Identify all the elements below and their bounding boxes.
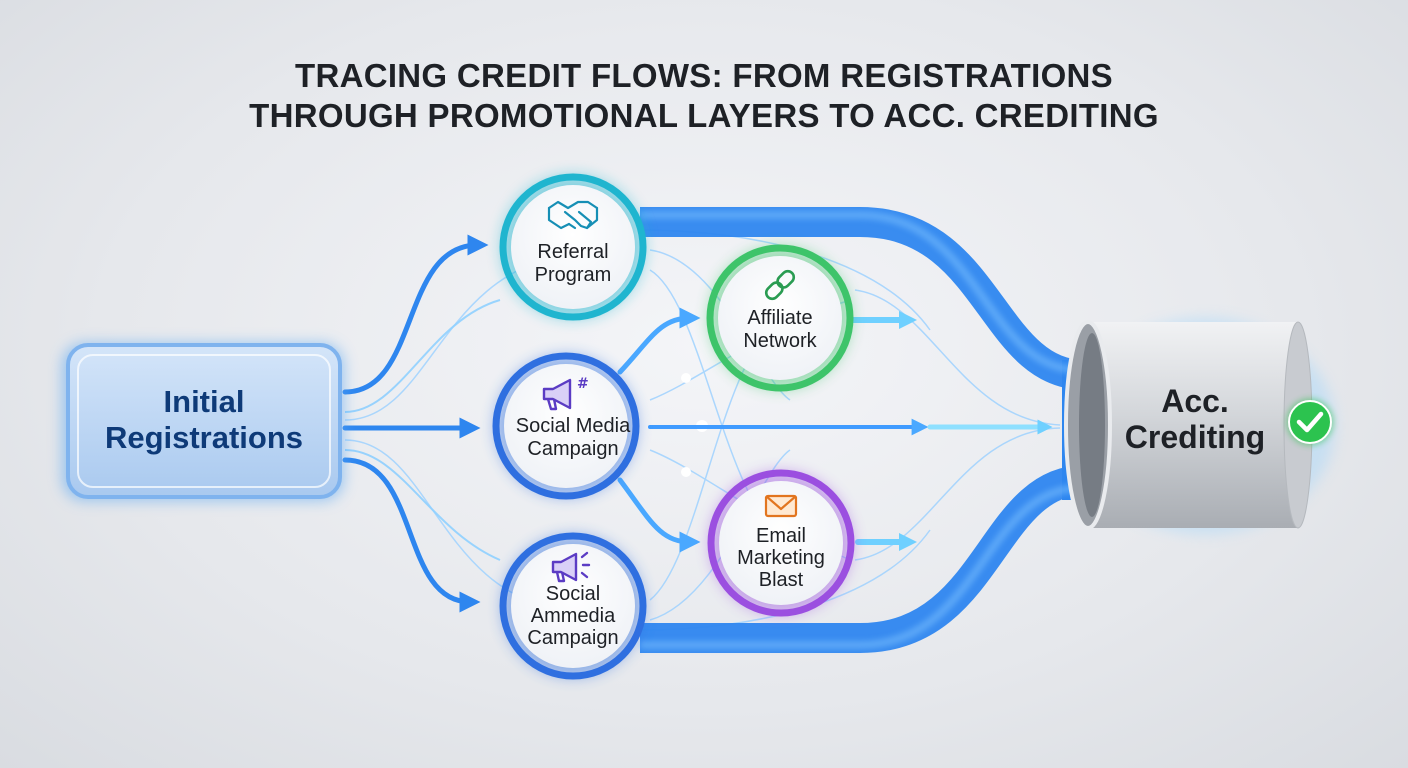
arrow-to-referral (342, 234, 489, 395)
email-label-line-2: Marketing (737, 547, 825, 569)
source-arrows (342, 234, 489, 613)
output-arrows (648, 311, 1053, 551)
layer-arrows (617, 307, 701, 553)
social-ammedia-label-line-1: Social (546, 583, 600, 605)
referral-label-line-1: Referral (537, 241, 608, 263)
affiliate-label-line-2: Network (743, 330, 817, 352)
node-email-marketing-blast[interactable]: Email Marketing Blast (707, 469, 855, 617)
megaphone-icon (551, 551, 591, 583)
affiliate-label-line-1: Affiliate (747, 307, 812, 329)
target-node[interactable]: Acc. Crediting (1064, 318, 1335, 534)
cylinder-body (1088, 322, 1298, 528)
node-referral-program[interactable]: Referral Program (499, 173, 647, 321)
main-flow-glow (640, 211, 1081, 649)
social-ammedia-label-line-3: Campaign (527, 627, 618, 649)
flow-line (854, 427, 1061, 561)
social-ammedia-label-line-2: Ammedia (531, 605, 616, 627)
source-label-line-2: Registrations (105, 420, 303, 455)
target-label-line-1: Acc. (1161, 383, 1229, 419)
title-line-1: TRACING CREDIT FLOWS: FROM REGISTRATIONS (294, 57, 1113, 94)
node-social-ammedia-campaign[interactable]: Social Ammedia Campaign (499, 532, 647, 680)
megaphone-hashtag-icon: # (542, 376, 589, 411)
envelope-icon (764, 494, 798, 518)
junction-dot (681, 467, 691, 477)
arrow-to-affiliate (617, 307, 701, 375)
node-social-media-campaign[interactable]: # Social Media Campaign (492, 352, 640, 500)
handshake-icon (547, 200, 599, 230)
email-label-line-3: Blast (759, 569, 804, 591)
source-label-line-1: Initial (164, 384, 245, 419)
source-node-box (66, 343, 342, 499)
title-line-2: THROUGH PROMOTIONAL LAYERS TO ACC. CREDI… (249, 97, 1159, 134)
junction-dot (681, 373, 691, 383)
diagram-title: TRACING CREDIT FLOWS: FROM REGISTRATIONS… (0, 56, 1408, 136)
svg-text:#: # (577, 376, 589, 392)
flow-line (854, 289, 1061, 426)
arrow-to-social-ammedia (342, 457, 481, 613)
target-label-line-2: Crediting (1125, 419, 1265, 455)
chain-link-icon (764, 269, 796, 301)
check-circle-icon (1286, 398, 1334, 446)
arrow-to-email (617, 477, 701, 553)
social-media-label-line-2: Campaign (527, 438, 618, 460)
referral-label-line-2: Program (535, 264, 612, 286)
social-media-label-line-1: Social Media (516, 415, 631, 437)
source-node[interactable]: Initial Registrations (62, 343, 344, 501)
email-label-line-1: Email (756, 525, 806, 547)
flow-band-top (640, 207, 1086, 390)
source-arrows-pale (344, 299, 501, 561)
node-affiliate-network[interactable]: Affiliate Network (706, 244, 854, 392)
